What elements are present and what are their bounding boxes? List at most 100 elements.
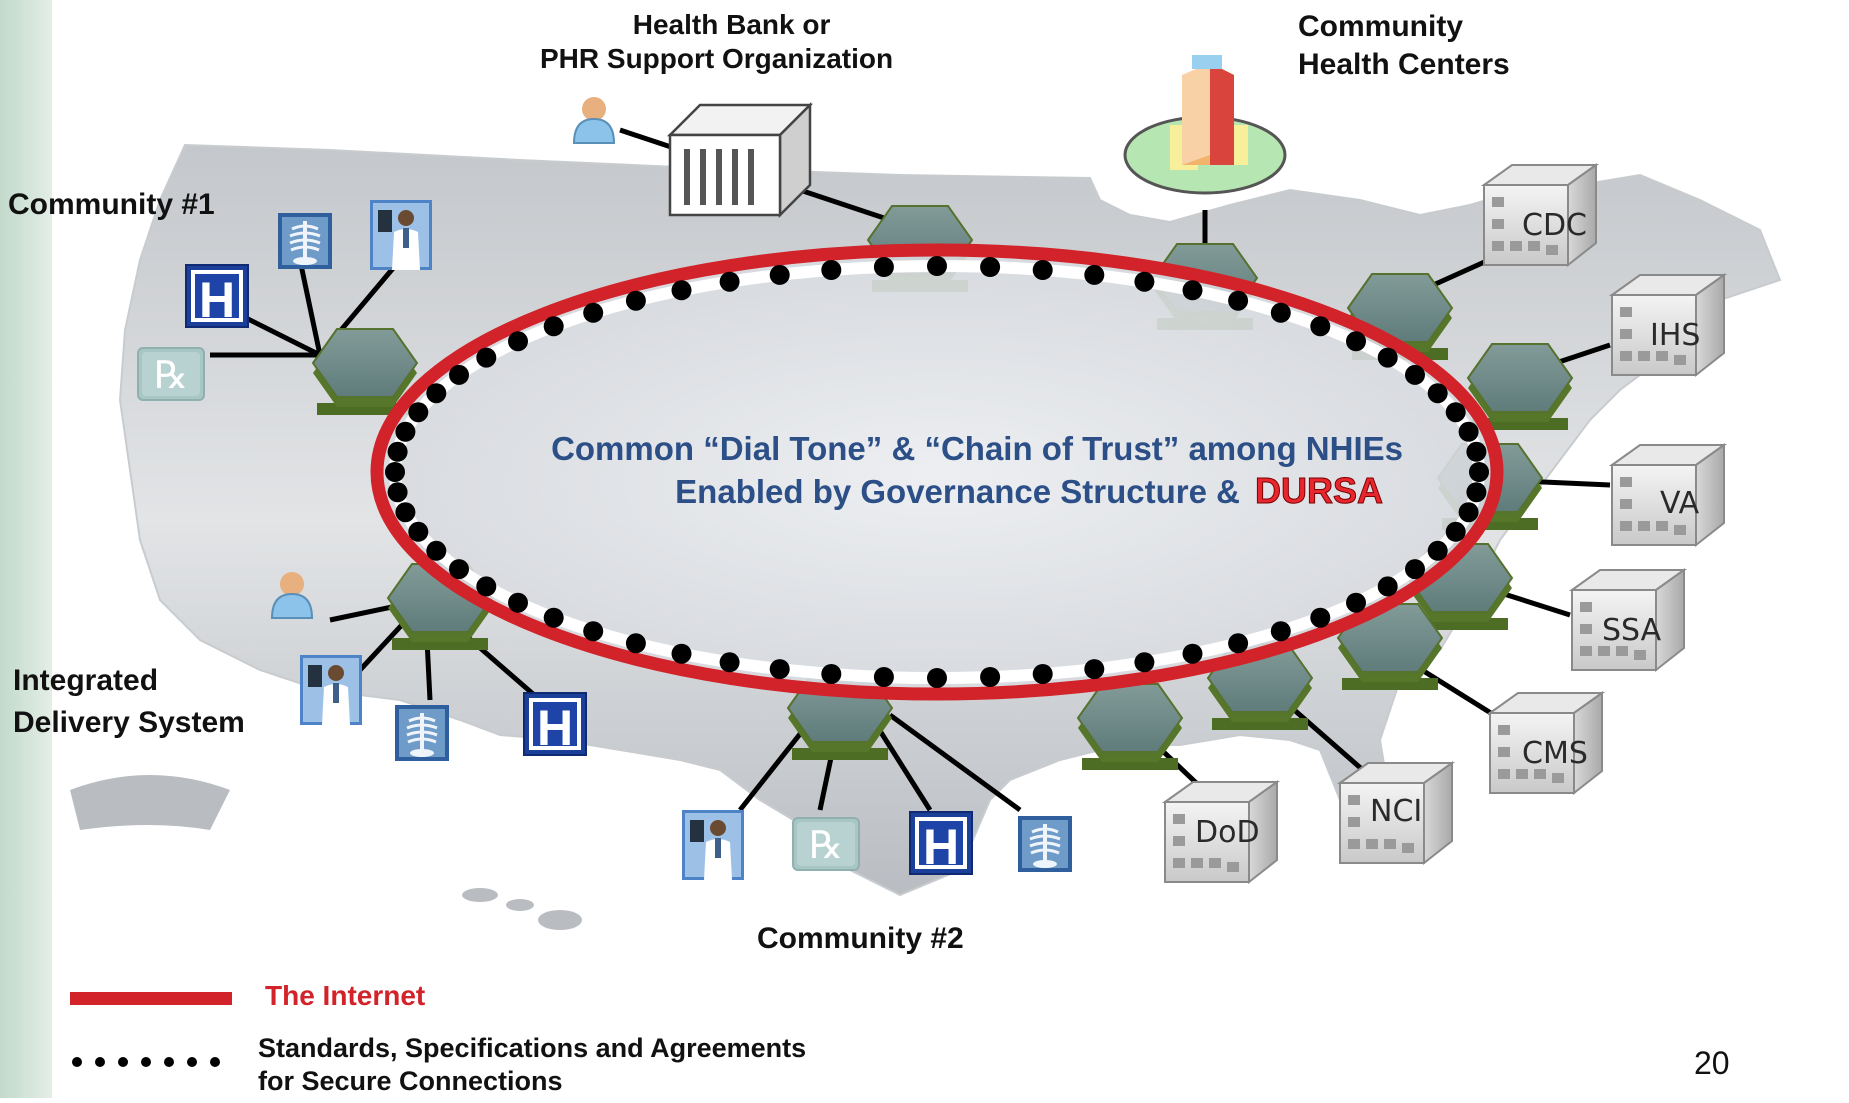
ring-dot <box>476 347 497 368</box>
agency-label-dod: DoD <box>1195 815 1260 850</box>
building-va: VA <box>1611 444 1725 546</box>
ring-dot <box>1270 302 1291 323</box>
legend-standards-line2: for Secure Connections <box>258 1066 563 1096</box>
ring-dot <box>1310 316 1331 337</box>
ring-dot <box>426 383 447 404</box>
ring-dot <box>385 462 405 482</box>
building-nci: NCI <box>1339 762 1453 864</box>
chc-label-line1: Community <box>1298 10 1463 43</box>
center-text-line2: Enabled by Governance Structure & <box>675 473 1240 510</box>
ring-dot <box>449 559 469 580</box>
ring-dot <box>1182 280 1203 301</box>
svg-text:℞: ℞ <box>809 823 843 867</box>
building-ssa: SSA <box>1571 569 1685 671</box>
legend-standards-label: Standards, Specifications and Agreements… <box>258 1032 806 1098</box>
ring-dot <box>449 364 469 385</box>
ring-dot <box>1405 559 1425 580</box>
ring-dot <box>625 633 646 654</box>
ring-dot <box>671 280 692 301</box>
ring-dot <box>543 316 564 337</box>
health-bank-label-line2: PHR Support Organization <box>540 43 894 74</box>
ring-dot <box>1270 621 1291 642</box>
ring-dot <box>1084 659 1105 680</box>
agency-label-nci: NCI <box>1370 794 1422 829</box>
ring-dot <box>1346 592 1366 613</box>
alaska-fragment <box>70 775 230 830</box>
pharmacy-icon-community1: ℞ <box>137 347 205 401</box>
doctor-icon-community2 <box>682 810 744 880</box>
building-ihs: IHS <box>1611 274 1725 376</box>
legend-internet-label: The Internet <box>265 980 426 1011</box>
ring-dot <box>1445 402 1466 423</box>
ring-dot <box>927 668 947 688</box>
health-bank-label-line1: Health Bank or <box>632 9 831 40</box>
legend-dots <box>72 1057 220 1067</box>
ring-dot <box>1084 264 1105 285</box>
ring-dot <box>1228 290 1249 311</box>
building-cms: CMS <box>1489 692 1603 794</box>
ring-dot <box>583 621 604 642</box>
ring-dot <box>408 521 429 542</box>
building-dod: DoD <box>1164 781 1278 883</box>
ring-dot <box>821 664 842 684</box>
ring-dot <box>583 302 604 323</box>
svg-text:℞: ℞ <box>154 353 188 397</box>
ids-label-line1: Integrated <box>13 664 159 697</box>
health-bank-label: Health Bank or PHR Support Organization <box>540 8 893 76</box>
chc-label-line2: Health Centers <box>1298 48 1510 81</box>
ring-dot <box>426 540 447 561</box>
ring-dot <box>1458 421 1479 442</box>
ring-dot <box>387 441 408 462</box>
ids-label: Integrated Delivery System <box>13 660 245 744</box>
community2-label: Community #2 <box>757 922 964 955</box>
building-cdc: CDC <box>1483 164 1597 266</box>
ring-dot <box>873 667 894 687</box>
ring-dot <box>1310 607 1331 628</box>
legend-internet-line <box>70 992 232 1005</box>
community-health-center-icon <box>1123 55 1287 195</box>
standards-dots-ring <box>385 256 1489 688</box>
hawaii-islands <box>462 888 582 930</box>
hospital-icon-ids: H <box>523 692 587 756</box>
dursa-highlight: DURSA <box>1255 470 1383 511</box>
agency-label-cms: CMS <box>1522 736 1588 771</box>
ring-dot <box>1405 364 1425 385</box>
agency-label-ihs: IHS <box>1650 318 1700 353</box>
ring-dot <box>1346 331 1366 352</box>
ring-dot <box>1469 462 1489 482</box>
ring-dot <box>980 257 1001 277</box>
ring-dot <box>395 502 416 523</box>
ring-dot <box>821 260 842 280</box>
chc-label: Community Health Centers <box>1298 8 1510 84</box>
ring-dot <box>1466 482 1487 503</box>
ring-dot <box>1427 540 1448 561</box>
ring-dot <box>543 607 564 628</box>
agency-label-va: VA <box>1660 486 1700 521</box>
ring-dot <box>719 271 740 292</box>
svg-text:H: H <box>199 272 235 328</box>
ring-dot <box>980 667 1001 687</box>
xray-icon-community1 <box>276 211 334 271</box>
doctor-icon-ids <box>300 655 362 725</box>
left-decorative-band <box>0 0 52 1098</box>
ring-dot <box>1032 260 1053 280</box>
svg-text:H: H <box>923 819 959 875</box>
ids-label-line2: Delivery System <box>13 706 245 739</box>
ring-dot <box>769 659 790 680</box>
person-icon-health-bank <box>573 96 615 144</box>
center-text-line1: Common “Dial Tone” & “Chain of Trust” am… <box>551 430 1403 467</box>
ring-dot <box>1134 271 1155 292</box>
xray-icon-ids <box>393 703 451 763</box>
legend-standards-line1: Standards, Specifications and Agreements <box>258 1033 807 1063</box>
ring-dot <box>927 256 947 276</box>
agency-label-cdc: CDC <box>1522 208 1587 243</box>
hospital-icon-community1: H <box>185 264 249 328</box>
svg-text:H: H <box>537 700 573 756</box>
ring-dot <box>476 576 497 597</box>
internet-oval <box>370 243 1504 701</box>
ring-dot <box>408 402 429 423</box>
ring-dot <box>1182 643 1203 664</box>
community1-label: Community #1 <box>8 188 215 221</box>
